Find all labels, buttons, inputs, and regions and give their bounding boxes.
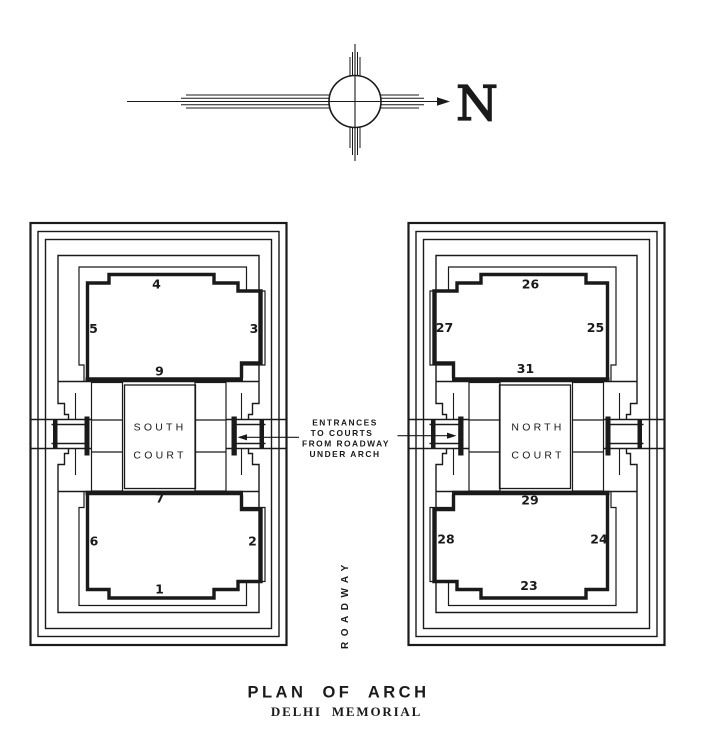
- entrance-arrow-left-head-icon: [237, 434, 247, 441]
- drawing-title: PLAN OF ARCH: [247, 684, 429, 702]
- north-room-upper-inner-label: 31: [517, 361, 534, 376]
- south-room-top-label: 4: [152, 277, 161, 292]
- compass-bottom-rays: [349, 127, 361, 155]
- north-room-lower-right-label: 24: [590, 532, 608, 547]
- south-room-lower-right-label: 2: [248, 534, 257, 549]
- roadway-label: ROADWAY: [340, 559, 351, 649]
- south-court-label-line2: COURT: [133, 450, 186, 462]
- north-court-label-line1: NORTH: [511, 422, 564, 434]
- drawing-subtitle: DELHI MEMORIAL: [271, 704, 422, 719]
- south-room-upper-left-label: 5: [89, 321, 98, 336]
- north-room-top-label: 26: [522, 277, 540, 292]
- compass-east-rays: [381, 94, 424, 109]
- entrance-annotation: ENTRANCES TO COURTS FROM ROADWAY UNDER A…: [237, 418, 457, 459]
- south-room-lower-inner-label: 7: [156, 491, 165, 506]
- compass-circle: [328, 74, 382, 129]
- compass-rose: N: [127, 44, 499, 161]
- north-room-bottom-label: 23: [520, 578, 537, 593]
- entrance-arrow-right-head-icon: [447, 432, 457, 439]
- north-room-lower-inner-label: 29: [521, 493, 538, 508]
- north-arrowhead-icon: [437, 97, 450, 106]
- north-room-lower-left-label: 28: [437, 532, 454, 547]
- compass-top-rays: [349, 52, 361, 76]
- south-room-bottom-label: 1: [155, 582, 164, 597]
- compass-west-rays: [181, 94, 329, 109]
- entrance-note-line1: ENTRANCES: [312, 418, 378, 428]
- north-court-label-line2: COURT: [511, 450, 564, 462]
- entrance-note-line3: FROM ROADWAY: [302, 439, 390, 449]
- north-plan-labels: 26 27 25 31 NORTH COURT 29 28 24 23: [436, 277, 608, 594]
- south-room-lower-left-label: 6: [90, 534, 99, 549]
- south-room-upper-inner-label: 9: [155, 364, 164, 379]
- south-plan-labels: 4 5 3 9 SOUTH COURT 7 6 2 1: [89, 277, 258, 597]
- north-room-upper-right-label: 25: [587, 320, 604, 335]
- entrance-note-line2: TO COURTS: [311, 428, 374, 438]
- south-room-upper-right-label: 3: [250, 321, 259, 336]
- south-court-label-line1: SOUTH: [134, 422, 187, 434]
- entrance-note-line4: UNDER ARCH: [310, 449, 381, 459]
- north-label: N: [456, 76, 498, 132]
- north-room-upper-left-label: 27: [436, 320, 453, 335]
